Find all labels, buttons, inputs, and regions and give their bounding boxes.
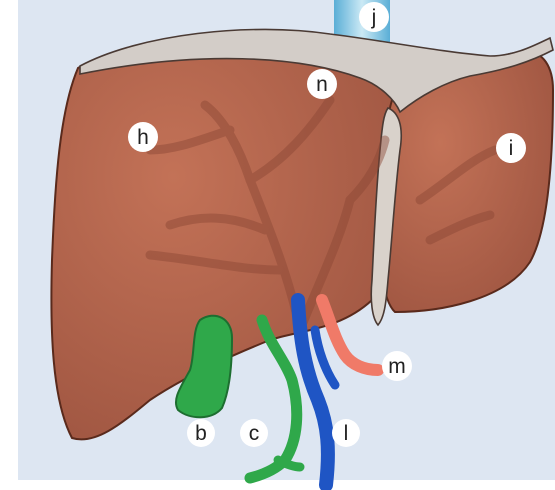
- label-i-text: i: [509, 137, 514, 160]
- label-n-text: n: [316, 73, 328, 96]
- label-i: i: [496, 133, 526, 163]
- label-h-text: h: [137, 126, 149, 149]
- label-l: l: [332, 419, 360, 447]
- label-n: n: [307, 69, 337, 99]
- label-b-text: b: [195, 422, 207, 445]
- label-l-text: l: [344, 422, 349, 445]
- label-m: m: [382, 351, 412, 381]
- label-c-text: c: [249, 422, 260, 445]
- label-m-text: m: [388, 355, 406, 378]
- label-j-text: j: [371, 6, 377, 29]
- label-c: c: [240, 419, 268, 447]
- label-h: h: [128, 122, 158, 152]
- label-b: b: [187, 419, 215, 447]
- label-j: j: [359, 2, 389, 32]
